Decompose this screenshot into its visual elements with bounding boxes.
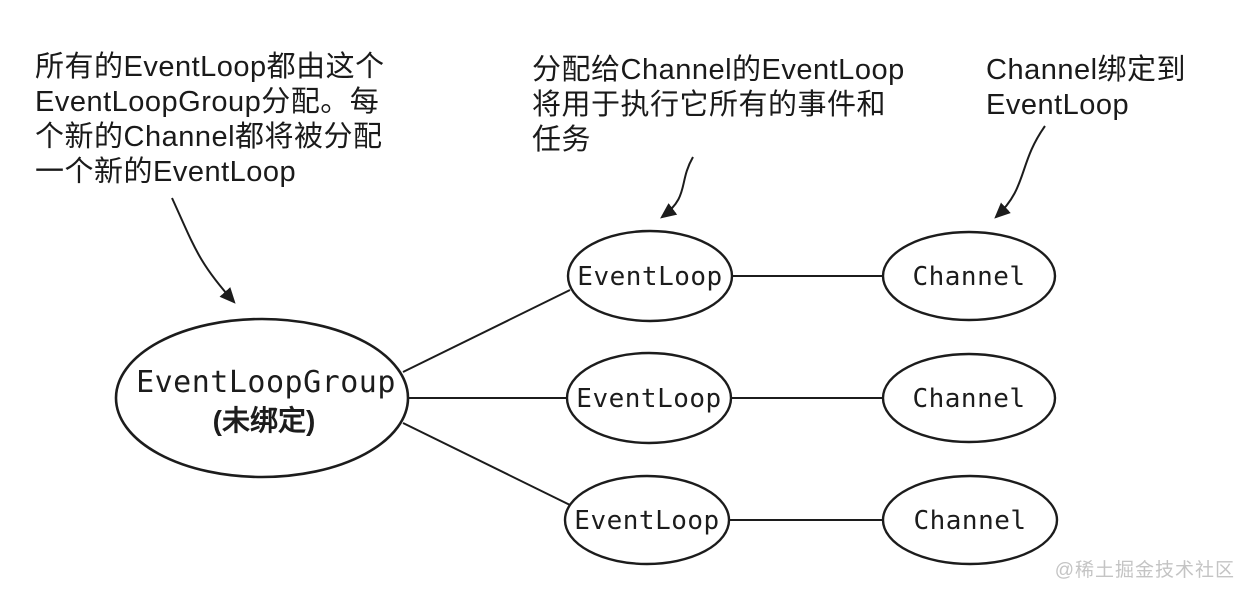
- eventloopgroup-node: [114, 317, 410, 479]
- annotation-line: 任务: [532, 124, 592, 156]
- annotation-eventloop-note: 分配给Channel的EventLoop 将用于执行它所有的事件和 任务: [532, 53, 905, 158]
- channel-node-3: [881, 474, 1059, 566]
- annotation-line: 一个新的EventLoop: [35, 156, 297, 188]
- arrow-channel-note-to-channel: [994, 125, 1046, 219]
- annotation-line: 个新的Channel都将被分配: [35, 121, 383, 153]
- eventloop-label-3: EventLoop: [574, 506, 719, 536]
- channel-node-1: [881, 230, 1057, 322]
- eventloopgroup-label: EventLoopGroup: [136, 365, 396, 400]
- channel-node-2: [881, 352, 1057, 444]
- annotation-line: Channel绑定到: [986, 54, 1187, 86]
- annotation-line: EventLoop: [986, 89, 1130, 121]
- annotation-line: 将用于执行它所有的事件和: [532, 89, 887, 121]
- annotation-line: 所有的EventLoop都由这个: [35, 51, 385, 83]
- arrow-group-note-to-eventloopgroup: [171, 197, 236, 304]
- arrow-eventloop-note-to-eventloop: [660, 156, 694, 219]
- watermark: @稀土掘金技术社区: [1054, 560, 1235, 581]
- eventloop-node-2: [565, 351, 733, 445]
- annotation-eventloopgroup-note: 所有的EventLoop都由这个 EventLoopGroup分配。每 个新的C…: [35, 50, 385, 190]
- connector-group-to-eventloop-1: [402, 289, 571, 373]
- channel-label-3: Channel: [913, 506, 1026, 536]
- annotation-line: EventLoopGroup分配。每: [35, 86, 380, 118]
- annotation-line: 分配给Channel的EventLoop: [532, 54, 905, 86]
- annotation-channel-note: Channel绑定到 EventLoop: [986, 53, 1186, 123]
- eventloopgroup-sublabel: (未绑定): [213, 404, 316, 436]
- channel-label-2: Channel: [912, 384, 1025, 414]
- channel-label-1: Channel: [912, 262, 1025, 292]
- eventloop-label-1: EventLoop: [577, 262, 722, 292]
- eventloop-node-3: [563, 474, 731, 566]
- eventloop-node-1: [566, 229, 734, 323]
- connector-group-to-eventloop-3: [402, 422, 571, 506]
- eventloop-label-2: EventLoop: [576, 384, 721, 414]
